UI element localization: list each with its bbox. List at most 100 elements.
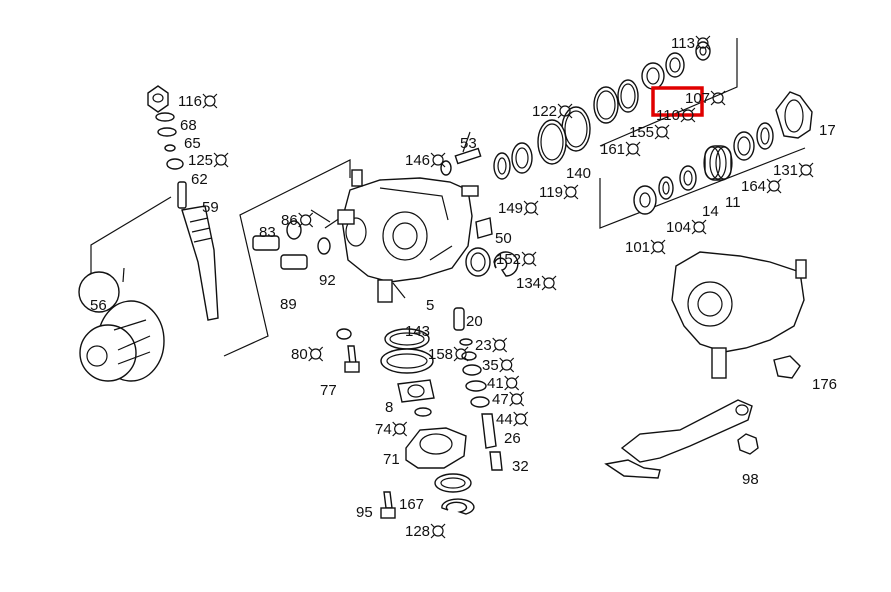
callout-89: 89 [280,296,297,313]
callout-number: 104 [666,219,691,236]
kit-marker-icon [392,421,408,437]
kit-marker-icon [499,357,515,373]
callout-number: 140 [566,165,591,182]
callout-131: 131 [773,162,814,179]
kit-marker-icon [523,200,539,216]
callout-167: 167 [399,496,424,513]
callout-labels: 1131071101221551611713116411141041011401… [90,35,837,540]
kit-marker-icon [513,411,529,427]
kit-marker-icon [430,523,446,539]
lower-center-parts [336,307,503,519]
kit-marker-icon [650,239,666,255]
steering-box-and-pitman-arm [604,251,807,479]
callout-62: 62 [191,171,208,188]
callout-14: 14 [702,203,719,220]
kit-marker-icon [557,103,573,119]
callout-53: 53 [460,135,477,152]
callout-119: 119 [539,184,579,201]
callout-164: 164 [741,178,782,195]
callout-155: 155 [629,124,670,141]
callout-number: 26 [504,430,521,447]
callout-number: 134 [516,275,541,292]
callout-number: 14 [702,203,719,220]
callout-8: 8 [385,399,393,416]
seal-ring-stack-upper [493,41,711,180]
callout-65: 65 [184,135,201,152]
callout-5: 5 [426,297,434,314]
callout-number: 23 [475,337,492,354]
kit-marker-icon [710,90,726,106]
steering-gear-housing [337,147,519,303]
highlight-box [651,86,704,117]
callout-number: 83 [259,224,276,241]
callout-149: 149 [498,200,539,217]
callout-number: 5 [426,297,434,314]
seal-ring-stack-lower [633,91,813,215]
callout-107: 107 [685,90,726,107]
callout-number: 131 [773,162,798,179]
callout-158: 158 [428,346,469,363]
callout-number: 41 [487,375,504,392]
callout-125: 125 [188,152,229,169]
callout-32: 32 [512,458,529,475]
kit-marker-icon [202,93,218,109]
callout-number: 152 [496,251,521,268]
callout-number: 71 [383,451,400,468]
callout-number: 122 [532,103,557,120]
callout-number: 62 [191,171,208,188]
kit-marker-icon [798,162,814,178]
callout-number: 92 [319,272,336,289]
callout-number: 86 [281,212,298,229]
callout-71: 71 [383,451,400,468]
callout-56: 56 [90,297,107,314]
callout-104: 104 [666,219,707,236]
callout-number: 143 [405,323,430,340]
kit-marker-icon [298,212,314,228]
callout-44: 44 [496,411,529,428]
callout-59: 59 [202,199,219,216]
callout-number: 164 [741,178,766,195]
callout-161: 161 [600,141,641,158]
callout-68: 68 [180,117,197,134]
callout-number: 107 [685,90,710,107]
callout-number: 95 [356,504,373,521]
callout-number: 74 [375,421,392,438]
callout-140: 140 [566,165,591,182]
callout-number: 50 [495,230,512,247]
callout-number: 35 [482,357,499,374]
callout-number: 146 [405,152,430,169]
kit-marker-icon [563,184,579,200]
callout-146: 146 [405,152,446,169]
callout-98: 98 [742,471,759,488]
callout-number: 176 [812,376,837,393]
callout-number: 32 [512,458,529,475]
callout-number: 149 [498,200,523,217]
callout-number: 20 [466,313,483,330]
callout-number: 110 [656,107,680,124]
callout-number: 116 [178,93,202,110]
kit-marker-icon [680,107,696,123]
callout-number: 155 [629,124,654,141]
callout-number: 59 [202,199,219,216]
callout-number: 44 [496,411,513,428]
callout-number: 158 [428,346,453,363]
callout-number: 53 [460,135,477,152]
callout-152: 152 [496,251,537,268]
callout-number: 56 [90,297,107,314]
kit-marker-icon [509,391,525,407]
input-shaft-assembly [79,85,219,382]
callout-11: 11 [725,194,741,211]
callout-41: 41 [487,375,520,392]
callout-number: 113 [671,35,695,52]
kit-marker-icon [492,337,508,353]
callout-74: 74 [375,421,408,438]
callout-number: 119 [539,184,563,201]
kit-marker-icon [453,346,469,362]
callout-number: 65 [184,135,201,152]
callout-113: 113 [671,35,711,52]
callout-number: 161 [600,141,625,158]
group-brackets [90,38,806,357]
callout-116: 116 [178,93,218,110]
callout-20: 20 [466,313,483,330]
